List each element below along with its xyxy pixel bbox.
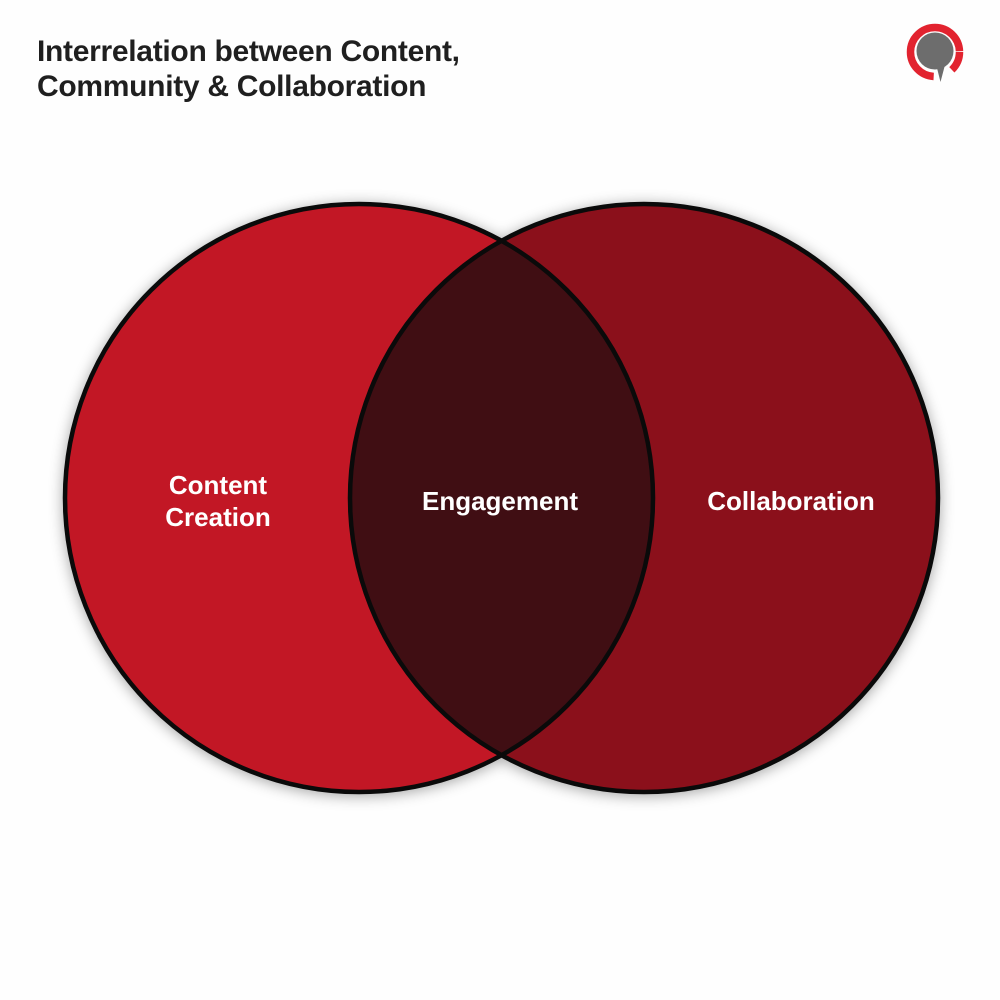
venn-label-content-creation: Content Creation — [165, 470, 271, 532]
venn-label-collaboration: Collaboration — [707, 486, 875, 516]
venn-label-engagement: Engagement — [421, 486, 579, 516]
venn-left-outline — [62, 201, 656, 795]
logo-bubble — [916, 32, 954, 70]
venn-right-outline — [347, 201, 941, 795]
speech-bubble-logo-icon — [906, 23, 964, 82]
logo-ring — [906, 23, 964, 81]
page-title: Interrelation between Content, Community… — [37, 35, 460, 103]
venn-overlap-region — [349, 240, 654, 756]
